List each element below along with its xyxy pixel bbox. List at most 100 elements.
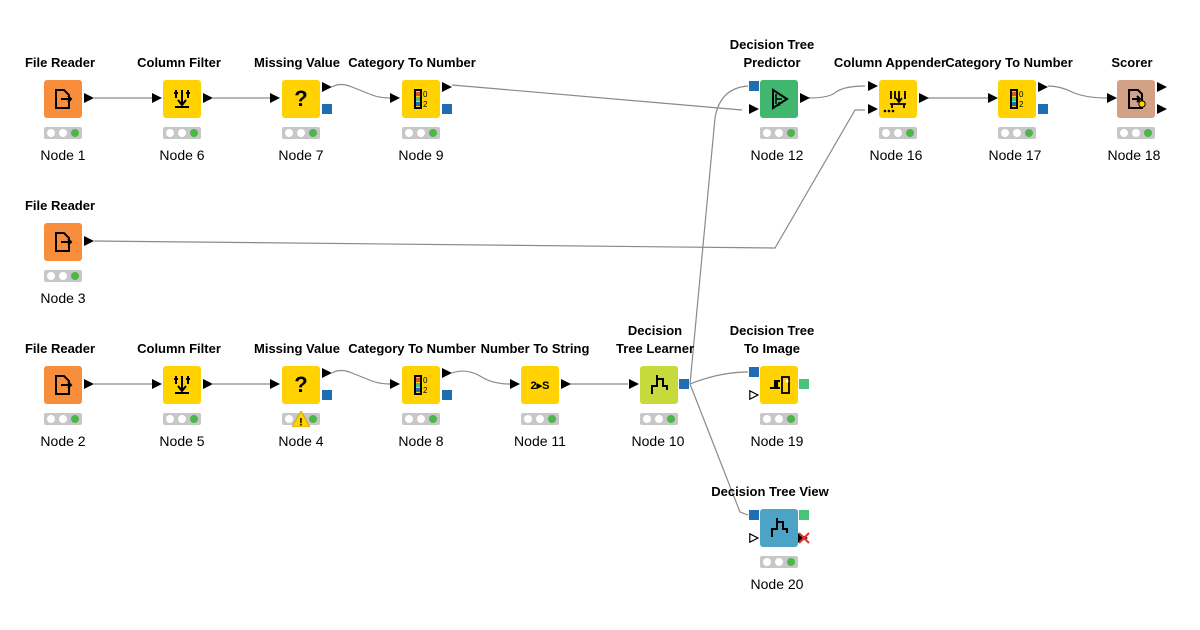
node12-id: Node 12 [750,147,804,163]
node2-output-port[interactable] [84,379,94,389]
node12-output-port[interactable] [800,93,810,103]
node17-id: Node 17 [988,147,1042,163]
category-to-number-icon: 0 2 [414,375,428,395]
node6-id: Node 6 [159,147,205,163]
node17-model-port[interactable] [1038,104,1048,114]
node6-output-port[interactable] [203,93,213,103]
node19-id: Node 19 [750,433,804,449]
node18-output-port-2[interactable] [1157,104,1167,114]
node5-status [163,413,201,425]
node3-output-port[interactable] [84,236,94,246]
node17-category-to-number[interactable]: 0 2 [998,80,1036,118]
node4-missing-value[interactable]: ? [282,366,320,404]
node9-model-port[interactable] [442,104,452,114]
node16-status [879,127,917,139]
node1-id: Node 1 [40,147,86,163]
node4-model-port[interactable] [322,390,332,400]
node3-label: File Reader [24,198,96,213]
node10-decision-tree-learner[interactable] [640,366,678,404]
node18-input-port[interactable] [1107,93,1117,103]
node8-category-to-number[interactable]: 0 2 [402,366,440,404]
node9-input-port[interactable] [390,93,400,103]
node19-status [760,413,798,425]
node8-input-port[interactable] [390,379,400,389]
node1-label: File Reader [24,55,96,70]
node11-output-port[interactable] [561,379,571,389]
category-to-number-icon: 0 2 [414,89,428,109]
node19-model-input-port[interactable] [749,367,759,377]
node5-column-filter[interactable] [163,366,201,404]
connection-node10-node20 [689,383,749,516]
node19-image-output-port[interactable] [799,379,809,389]
node7-output-port[interactable] [322,82,332,92]
node16-output-port[interactable] [919,93,929,103]
connection-node9-node12 [451,84,743,111]
node8-label: Category To Number [348,341,476,356]
node7-input-port[interactable] [270,93,280,103]
node8-model-port[interactable] [442,390,452,400]
warning-icon[interactable]: ! [292,411,310,427]
node8-output-port[interactable] [442,368,452,378]
node10-input-port[interactable] [629,379,639,389]
node16-column-appender[interactable] [879,80,917,118]
node20-decision-tree-view[interactable] [760,509,798,547]
node18-id: Node 18 [1107,147,1161,163]
node5-label: Column Filter [137,341,221,356]
node17-label: Category To Number [945,55,1073,70]
connection-node7-node9 [331,83,391,99]
node12-data-input-port[interactable] [749,104,759,114]
node17-status [998,127,1036,139]
node11-id: Node 11 [514,433,566,449]
node6-input-port[interactable] [152,93,162,103]
file-reader-icon [55,375,73,395]
node7-id: Node 7 [278,147,324,163]
node8-status [402,413,440,425]
file-reader-icon [55,232,73,252]
node11-number-to-string[interactable]: 2▸S [521,366,559,404]
scorer-icon [1128,89,1146,109]
node10-model-output-port[interactable] [679,379,689,389]
node20-image-output-port[interactable] [799,510,809,520]
node9-category-to-number[interactable]: 0 2 [402,80,440,118]
node2-file-reader[interactable] [44,366,82,404]
node17-input-port[interactable] [988,93,998,103]
node6-column-filter[interactable] [163,80,201,118]
node7-missing-value[interactable]: ? [282,80,320,118]
node2-label: File Reader [24,341,96,356]
svg-text:0: 0 [1019,90,1024,99]
tree-to-image-icon [770,376,790,394]
node7-model-port[interactable] [322,104,332,114]
node19-decision-tree-to-image[interactable] [760,366,798,404]
node8-id: Node 8 [398,433,444,449]
node19-data-input-port[interactable] [749,390,759,400]
node1-file-reader[interactable] [44,80,82,118]
node18-scorer[interactable] [1117,80,1155,118]
node20-data-input-port[interactable] [749,533,759,543]
node17-output-port[interactable] [1038,82,1048,92]
node20-id: Node 20 [750,576,804,592]
node12-model-input-port[interactable] [749,81,759,91]
node1-output-port[interactable] [84,93,94,103]
node11-input-port[interactable] [510,379,520,389]
node18-label: Scorer [1111,55,1153,70]
node4-output-port[interactable] [322,368,332,378]
node20-inactive-port-icon[interactable] [798,532,810,544]
node4-label: Missing Value [254,341,340,356]
node5-input-port[interactable] [152,379,162,389]
node18-output-port-1[interactable] [1157,82,1167,92]
node7-status [282,127,320,139]
node9-output-port[interactable] [442,82,452,92]
node20-model-input-port[interactable] [749,510,759,520]
node12-decision-tree-predictor[interactable] [760,80,798,118]
connection-node10-node19 [689,371,749,385]
node3-status [44,270,82,282]
node16-input-port-1[interactable] [868,81,878,91]
node16-input-port-2[interactable] [868,104,878,114]
node5-output-port[interactable] [203,379,213,389]
node16-label: Column Appender [833,55,947,70]
node3-file-reader[interactable] [44,223,82,261]
predictor-icon [772,88,789,110]
node4-input-port[interactable] [270,379,280,389]
